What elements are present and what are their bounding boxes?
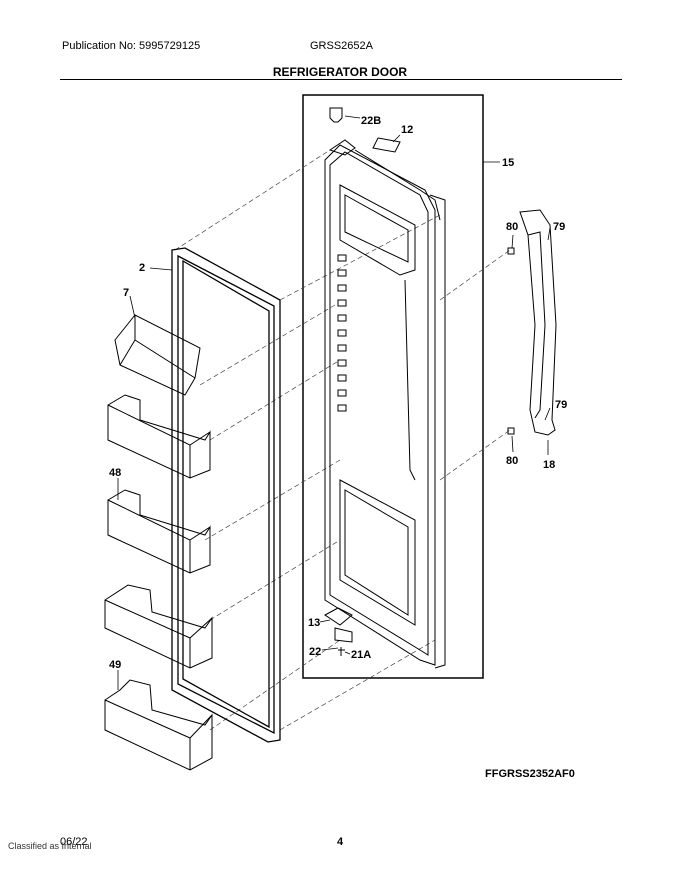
door-bin-part-49-upper — [104, 584, 213, 669]
label-part-80-lower: 80 — [506, 455, 518, 467]
label-part-79-upper: 79 — [553, 221, 565, 233]
hinge-assembly — [324, 607, 353, 656]
label-part-79-lower: 79 — [555, 399, 567, 411]
label-part-22b: 22B — [361, 115, 381, 127]
door-bin-part-49-lower — [104, 679, 213, 771]
publication-date: 06/22 — [60, 836, 88, 848]
label-part-2: 2 — [139, 262, 145, 274]
label-part-12: 12 — [401, 124, 413, 136]
label-part-80-upper: 80 — [506, 221, 518, 233]
door-bin-part-48-upper — [107, 394, 211, 479]
leader-lines — [117, 115, 551, 690]
classification-label: Classified as Internal — [8, 841, 92, 851]
label-part-49: 49 — [109, 659, 121, 671]
cap-part-22b — [329, 107, 343, 123]
label-plate-part-12 — [372, 137, 401, 153]
model-number: GRSS2652A — [310, 40, 373, 52]
dairy-door-part-7 — [114, 314, 201, 396]
page-number: 4 — [337, 836, 344, 848]
label-part-18: 18 — [543, 459, 555, 471]
label-part-48: 48 — [109, 467, 121, 479]
door-bin-part-48-lower — [107, 489, 211, 574]
label-part-22: 22 — [309, 646, 321, 658]
inner-door-frame-box — [302, 94, 484, 679]
projection-lines — [174, 149, 511, 731]
door-gasket-part-2 — [171, 247, 281, 743]
page-title: REFRIGERATOR DOOR — [272, 65, 408, 79]
shelf-ribs — [337, 254, 347, 412]
door-liner — [324, 139, 446, 669]
header-rule — [60, 79, 622, 80]
label-part-15: 15 — [502, 157, 514, 169]
label-part-21a: 21A — [351, 649, 371, 661]
publication-number: Publication No: 5995729125 — [62, 40, 201, 52]
door-handle-part-18 — [507, 209, 557, 436]
label-part-13: 13 — [308, 617, 320, 629]
label-part-7: 7 — [123, 287, 129, 299]
diagram-reference-code: FFGRSS2352AF0 — [485, 768, 575, 780]
